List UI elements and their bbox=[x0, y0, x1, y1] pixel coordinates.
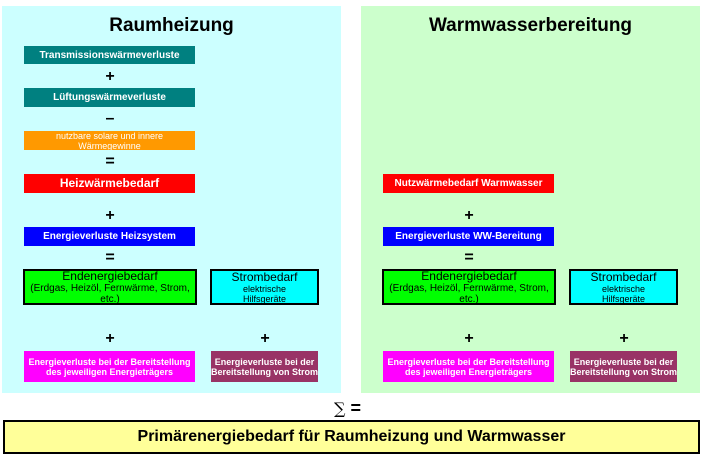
strom-title: Strombedarf bbox=[590, 269, 657, 284]
equals-operator: = bbox=[105, 153, 115, 170]
strom-title: Strombedarf bbox=[231, 269, 298, 284]
heizwaermebedarf-box: Heizwärmebedarf bbox=[24, 174, 195, 193]
plus-operator: + bbox=[105, 330, 115, 347]
panel-title: Raumheizung bbox=[109, 15, 234, 36]
plus-operator: + bbox=[619, 330, 629, 347]
verluste-heizsystem-box: Energieverluste Heizsystem bbox=[24, 227, 195, 246]
verluste-strom-box: Energieverluste bei der Bereitstellung v… bbox=[570, 351, 677, 382]
minus-operator: – bbox=[105, 110, 115, 127]
panel-title: Warmwasserbereitung bbox=[428, 15, 633, 36]
warmwasser-panel: Warmwasserbereitung Nutzwärmebedarf Warm… bbox=[361, 6, 700, 393]
primaerenergiebedarf-box: Primärenergiebedarf für Raumheizung und … bbox=[3, 420, 700, 454]
raumheizung-panel: Raumheizung Transmissionswärmeverluste +… bbox=[2, 6, 341, 393]
strom-sub1: elektrische bbox=[601, 283, 646, 294]
plus-operator: + bbox=[464, 330, 474, 347]
plus-operator: + bbox=[260, 330, 270, 347]
lueftung-box: Lüftungswärmeverluste bbox=[24, 88, 195, 107]
verluste-strom-box: Energieverluste bei der Bereitstellung v… bbox=[211, 351, 318, 382]
endenergie-sub: (Erdgas, Heizöl, Fernwärme, Strom, etc.) bbox=[30, 282, 190, 305]
verluste-energietraeger-box: Energieverluste bei der Bereitstellung d… bbox=[383, 351, 554, 382]
verluste-ww-box: Energieverluste WW-Bereitung bbox=[383, 227, 554, 246]
endenergie-title: Endenergiebedarf bbox=[62, 269, 158, 283]
endenergiebedarf-box: Endenergiebedarf (Erdgas, Heizöl, Fernwä… bbox=[382, 269, 556, 305]
equals-operator: = bbox=[350, 398, 361, 418]
plus-operator: + bbox=[464, 207, 474, 224]
equals-operator: = bbox=[464, 249, 474, 266]
strom-sub2: Hilfsgeräte bbox=[242, 293, 287, 304]
transmission-box: Transmissionswärmeverluste bbox=[24, 46, 195, 64]
strom-sub2: Hilfsgeräte bbox=[601, 293, 646, 304]
sum-equals: ∑ = bbox=[334, 398, 361, 419]
strom-sub1: elektrische bbox=[242, 283, 287, 294]
strombedarf-box: Strombedarf elektrische Hilfsgeräte bbox=[210, 269, 319, 305]
endenergie-title: Endenergiebedarf bbox=[421, 269, 517, 283]
endenergie-sub: (Erdgas, Heizöl, Fernwärme, Strom, etc.) bbox=[389, 282, 549, 305]
sigma-icon: ∑ bbox=[334, 399, 346, 418]
verluste-energietraeger-box: Energieverluste bei der Bereitstellung d… bbox=[24, 351, 195, 382]
endenergiebedarf-box: Endenergiebedarf (Erdgas, Heizöl, Fernwä… bbox=[23, 269, 197, 305]
waermegewinne-box: nutzbare solare und innere Wärmegewinne bbox=[24, 131, 195, 150]
strombedarf-box: Strombedarf elektrische Hilfsgeräte bbox=[569, 269, 678, 305]
nutzwaermebedarf-box: Nutzwärmebedarf Warmwasser bbox=[383, 174, 554, 193]
plus-operator: + bbox=[105, 68, 115, 85]
equals-operator: = bbox=[105, 249, 115, 266]
plus-operator: + bbox=[105, 207, 115, 224]
